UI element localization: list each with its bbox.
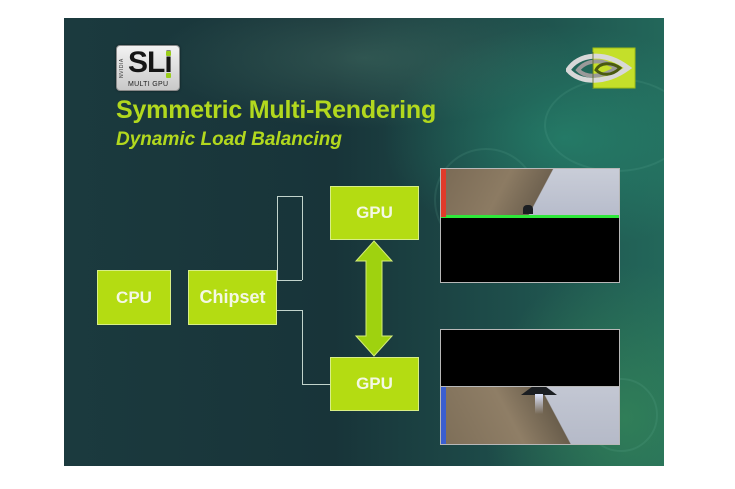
nvidia-eye-logo-icon bbox=[566, 47, 636, 89]
chipset-to-gpu-top-wire bbox=[277, 196, 303, 281]
chipset-to-gpu-top-wire-stub bbox=[277, 280, 302, 281]
jet-image bbox=[523, 205, 533, 214]
top-gpu-frame bbox=[440, 168, 620, 283]
background-swirl bbox=[544, 78, 664, 172]
top-gpu-indicator bbox=[441, 169, 446, 217]
gpu-link-double-arrow-icon bbox=[354, 240, 394, 357]
chipset-node: Chipset bbox=[188, 270, 277, 325]
cpu-node: CPU bbox=[97, 270, 171, 325]
sli-logo: NVIDIA SLi MULTI GPU bbox=[116, 45, 180, 91]
chipset-label: Chipset bbox=[199, 287, 266, 307]
gpu-top-label: GPU bbox=[356, 203, 393, 222]
slide-title: Symmetric Multi-Rendering bbox=[116, 96, 437, 124]
sli-logo-dot bbox=[166, 73, 171, 78]
slide: NVIDIA SLi MULTI GPU Symmetric Multi-Ren… bbox=[64, 18, 664, 466]
load-split-line bbox=[441, 386, 619, 387]
jet-exhaust bbox=[535, 394, 543, 414]
jet-image bbox=[521, 387, 557, 395]
rendered-terrain bbox=[441, 387, 619, 444]
gpu-bottom-label: GPU bbox=[356, 374, 393, 393]
gpu-bottom-node: GPU bbox=[330, 357, 419, 411]
sli-logo-text: SLi bbox=[128, 46, 173, 79]
slide-subtitle: Dynamic Load Balancing bbox=[116, 129, 342, 150]
chipset-to-gpu-bottom-wire bbox=[277, 310, 302, 311]
bottom-gpu-frame bbox=[440, 329, 620, 445]
sli-logo-side-text: NVIDIA bbox=[119, 58, 125, 78]
bottom-gpu-indicator bbox=[441, 387, 446, 444]
load-split-line bbox=[441, 215, 619, 218]
cpu-label: CPU bbox=[116, 287, 152, 307]
gpu-top-node: GPU bbox=[330, 186, 419, 240]
sli-logo-subtext: MULTI GPU bbox=[128, 81, 169, 88]
sli-logo-dot bbox=[166, 51, 171, 56]
chipset-to-gpu-top-wire-v bbox=[302, 196, 331, 280]
chipset-to-gpu-bottom-wire-v bbox=[302, 310, 331, 385]
